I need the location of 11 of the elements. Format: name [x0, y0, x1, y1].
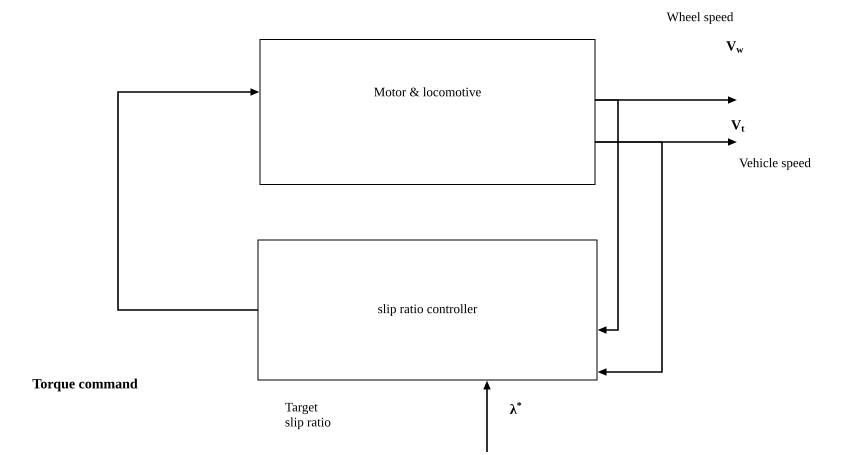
arrow [596, 141, 663, 376]
signal-label: Wheel speed [666, 12, 734, 24]
edge-label: Torque command [32, 378, 138, 392]
edge-label: λ$^{*}$ [510, 402, 522, 414]
signal-label: Vehicle speed [739, 158, 811, 170]
edge-label: V$_{t}$ [731, 120, 744, 132]
block-box: slip ratio controller [258, 240, 598, 380]
signal-label: Target slip ratio [285, 402, 330, 430]
edge-label: V$_{w}$ [726, 41, 744, 53]
arrow [596, 99, 619, 334]
block-box: Motor & locomotive [260, 39, 596, 185]
